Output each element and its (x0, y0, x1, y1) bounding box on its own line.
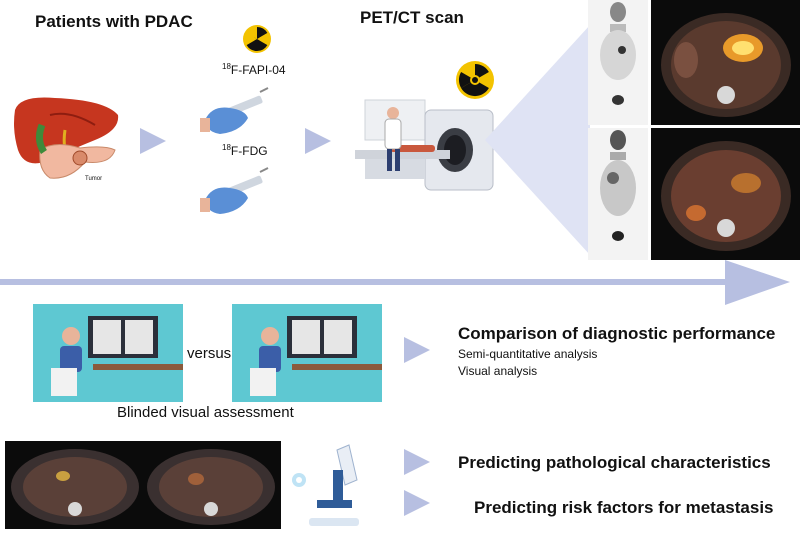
flow-arrow-2 (305, 128, 331, 154)
ct-slice-2 (141, 441, 281, 529)
flow-arrow-5 (404, 490, 430, 516)
mip-image-fapi (588, 0, 648, 125)
radiation-icon (456, 61, 494, 99)
syringe-icon (200, 87, 269, 134)
flow-arrow-4 (404, 449, 430, 475)
comparison-title: Comparison of diagnostic performance (458, 324, 776, 343)
blinded-label: Blinded visual assessment (117, 404, 294, 421)
liver-pancreas-icon (14, 97, 119, 179)
pet-ct-image-fapi (651, 0, 800, 125)
mip-image-fdg (588, 128, 648, 260)
ct-slice-1 (5, 441, 145, 529)
projection-cone (485, 25, 590, 255)
scan-title: PET/CT scan (360, 8, 464, 27)
pathology-label: Predicting pathological characteristics (458, 453, 771, 472)
patients-title: Patients with PDAC (35, 12, 193, 31)
metastasis-label: Predicting risk factors for metastasis (474, 498, 774, 517)
pet-ct-scanner-icon (355, 99, 494, 191)
comparison-item-1: Semi-quantitative analysis (458, 347, 598, 361)
tracer-fdg-label: 18F-FDG (222, 143, 268, 158)
doctor-icon (384, 107, 402, 171)
flow-arrow-3 (404, 337, 430, 363)
tumor-label: Tumor (85, 176, 103, 182)
syringe-icon (200, 167, 269, 214)
pet-ct-image-fdg (651, 128, 800, 260)
versus-label: versus (187, 345, 232, 362)
timeline-arrow (0, 260, 790, 305)
microscope-icon (292, 444, 359, 526)
tracer-fapi-label: 18F-FAPI-04 (222, 62, 286, 77)
radiation-icon (243, 25, 271, 53)
comparison-item-2: Visual analysis (458, 364, 538, 378)
flow-arrow-1 (140, 128, 166, 154)
reader-panel-2 (232, 304, 382, 402)
reader-panel-1 (33, 304, 183, 402)
